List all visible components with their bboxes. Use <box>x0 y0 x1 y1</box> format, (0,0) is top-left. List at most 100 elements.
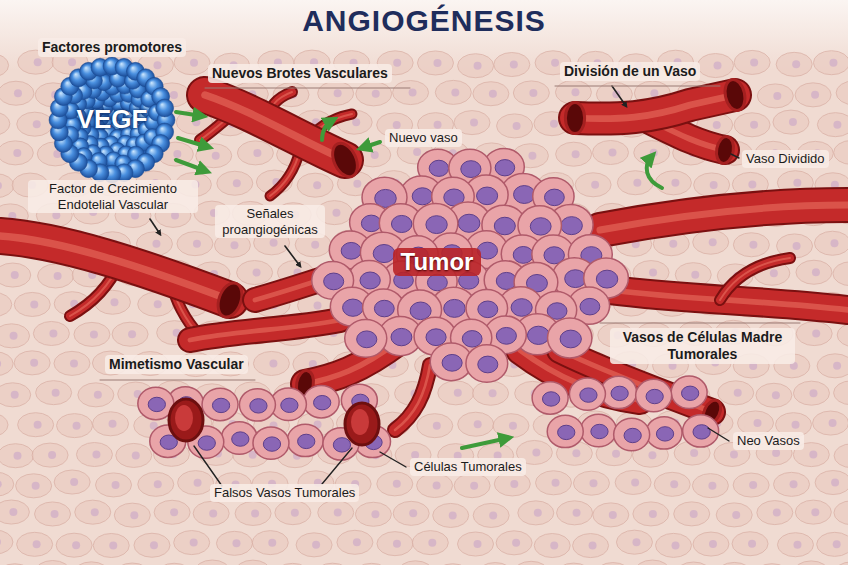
tissue-cell <box>698 54 734 78</box>
tissue-cell <box>718 381 754 405</box>
tissue-nucleus <box>70 478 78 486</box>
tissue-cell <box>393 501 429 525</box>
tissue-cell <box>833 262 848 286</box>
cell-nucleus <box>513 246 533 263</box>
callout-label: Mimetismo Vascular <box>105 355 248 374</box>
tissue-nucleus <box>793 179 801 187</box>
tissue-cell <box>17 532 53 556</box>
tissue-nucleus <box>449 511 457 519</box>
vessel-wall <box>190 320 340 340</box>
cell-nucleus <box>527 326 549 344</box>
tissue-nucleus <box>132 451 140 459</box>
flow-arrow <box>462 438 508 448</box>
tissue-nucleus <box>152 240 160 248</box>
cell-nucleus <box>281 398 298 412</box>
tissue-nucleus <box>811 508 819 516</box>
tissue-nucleus <box>434 121 442 129</box>
signal-arrow <box>176 112 202 116</box>
label-anchor: Vasos de Células Madre Tumorales <box>610 328 795 364</box>
vessel-wall <box>205 95 345 160</box>
stem-cell-cluster <box>532 376 719 451</box>
tissue-cell <box>76 443 112 467</box>
cell-nucleus <box>478 356 498 373</box>
tissue-nucleus <box>353 180 361 188</box>
tissue-nucleus <box>269 359 277 367</box>
tissue-cell <box>694 173 730 197</box>
tissue-cell <box>734 50 770 74</box>
growth-arrow <box>362 142 380 148</box>
tissue-cell <box>634 141 670 165</box>
tissue-cell <box>0 500 29 524</box>
tissue-cell <box>177 232 213 256</box>
tissue-nucleus <box>790 480 798 488</box>
tissue-nucleus <box>631 478 639 486</box>
tissue-cell <box>54 470 90 494</box>
tumor-cell <box>569 378 605 410</box>
tissue-nucleus <box>109 420 117 428</box>
vessel-lumen <box>722 78 747 113</box>
tissue-nucleus <box>251 509 259 517</box>
tissue-nucleus <box>393 59 401 67</box>
vessel-wall <box>720 258 790 300</box>
tissue-cell <box>75 500 111 524</box>
tissue-nucleus <box>33 540 41 548</box>
tissue-nucleus <box>509 422 517 430</box>
tissue-cell <box>595 563 631 565</box>
tissue-nucleus <box>109 541 117 549</box>
tissue-cell <box>116 443 152 467</box>
tumor-cell <box>580 414 616 446</box>
tissue-nucleus <box>0 182 2 190</box>
tumor-cell <box>614 418 650 450</box>
tissue-nucleus <box>253 269 261 277</box>
tissue-nucleus <box>13 149 21 157</box>
tissue-nucleus <box>230 241 238 249</box>
cell-nucleus <box>496 327 516 344</box>
false-vessel-lumen <box>169 399 203 441</box>
label-anchor: Falsos Vasos Tumorales <box>210 484 359 502</box>
tissue-nucleus <box>190 59 198 67</box>
tissue-cell <box>693 532 729 556</box>
tissue-cell <box>134 533 170 557</box>
tissue-cell <box>355 502 391 526</box>
tissue-cell <box>35 502 71 526</box>
vessel-highlight <box>205 95 345 160</box>
tissue-nucleus <box>649 269 657 277</box>
tissue-nucleus <box>532 448 540 456</box>
tissue-nucleus <box>0 360 1 368</box>
tissue-cell <box>114 563 150 565</box>
tissue-nucleus <box>371 151 379 159</box>
tissue-nucleus <box>793 242 801 250</box>
tissue-cell <box>513 561 549 565</box>
leader-line <box>731 154 739 158</box>
blood-vessel <box>720 258 790 300</box>
tissue-cell <box>337 530 373 554</box>
vessel-highlight <box>720 258 790 300</box>
tissue-nucleus <box>253 149 261 157</box>
tissue-cell <box>32 443 68 467</box>
tissue-cell <box>96 473 132 497</box>
tissue-nucleus <box>68 58 76 66</box>
tissue-nucleus <box>371 510 379 518</box>
tissue-nucleus <box>649 510 657 518</box>
tissue-nucleus <box>34 421 42 429</box>
false-vessel-inner <box>175 405 193 431</box>
tissue-nucleus <box>232 539 240 547</box>
vessel-body <box>575 95 735 119</box>
tissue-cell <box>518 501 554 525</box>
vessel-wall <box>395 365 430 430</box>
tissue-nucleus <box>773 509 781 517</box>
cell-nucleus <box>374 300 394 317</box>
tissue-cell <box>17 112 53 136</box>
cell-nucleus <box>343 299 364 316</box>
tissue-nucleus <box>589 542 597 550</box>
node-label: Tumor <box>393 248 482 277</box>
tissue-cell <box>252 531 288 555</box>
tissue-nucleus <box>789 118 797 126</box>
tissue-nucleus <box>352 118 360 126</box>
vessel-body <box>600 205 848 230</box>
tissue-cell <box>733 473 769 497</box>
cell-nucleus <box>391 215 411 232</box>
cell-nucleus <box>426 329 446 346</box>
tissue-nucleus <box>809 389 817 397</box>
tissue-cell <box>377 532 413 556</box>
